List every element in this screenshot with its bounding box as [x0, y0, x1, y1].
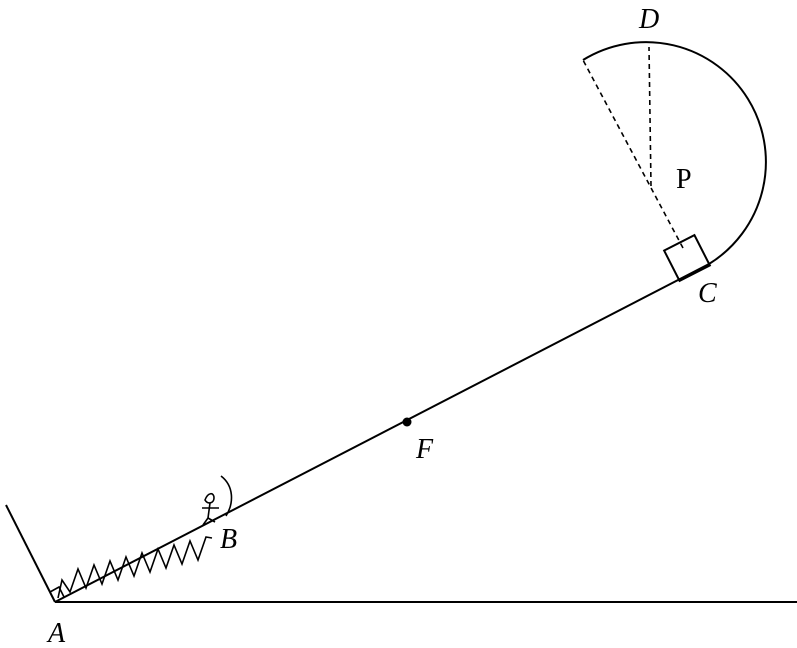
incline-line: [54, 263, 710, 603]
right-angle-mark-a: [49, 585, 65, 598]
block-at-b: [202, 475, 233, 526]
label-b: B: [220, 524, 237, 555]
wall-line: [5, 504, 56, 603]
label-d: D: [638, 4, 659, 35]
point-f: [402, 417, 412, 427]
label-a: A: [46, 618, 66, 648]
spring: [57, 536, 213, 599]
label-f: F: [415, 434, 434, 465]
dashed-radius-vertical: [648, 46, 652, 187]
semicircle-track: [582, 41, 767, 265]
dashed-radius-oblique: [582, 59, 684, 249]
label-c: C: [698, 278, 717, 309]
label-p: P: [676, 164, 692, 195]
block-at-c: [662, 233, 712, 283]
